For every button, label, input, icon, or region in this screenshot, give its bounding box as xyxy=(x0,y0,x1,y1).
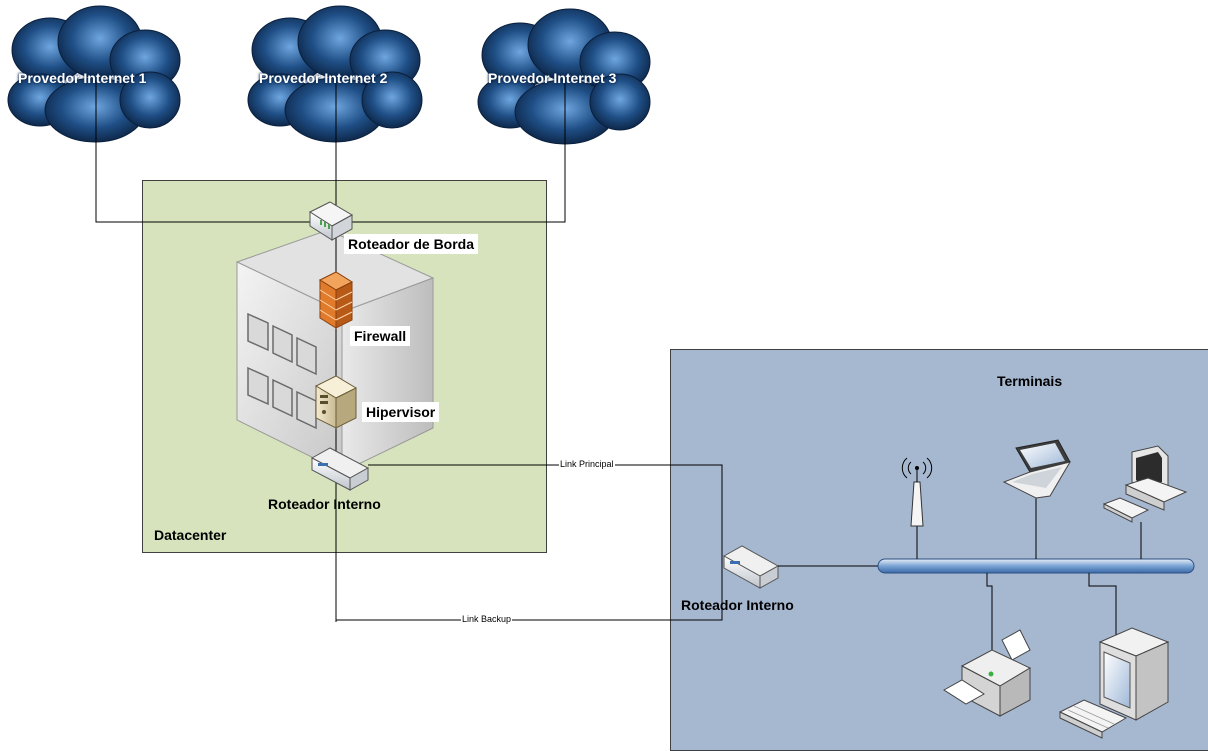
terminals-label: Terminais xyxy=(997,373,1063,389)
router-icon xyxy=(722,545,780,589)
edge-router-label: Roteador de Borda xyxy=(344,234,479,254)
datacenter-label: Datacenter xyxy=(154,527,227,543)
printer-icon xyxy=(943,629,1032,717)
terminal-internal-router-label: Roteador Interno xyxy=(681,597,794,613)
building-icon xyxy=(235,229,435,473)
provider-label: Provedor Internet 1 xyxy=(18,70,147,86)
cloud-icon xyxy=(7,5,181,143)
firewall-label: Firewall xyxy=(350,326,411,346)
cloud-icon xyxy=(247,5,423,143)
link-backup-label: Link Backup xyxy=(461,614,513,624)
provider-label: Provedor Internet 3 xyxy=(488,70,617,86)
router-icon xyxy=(308,201,354,241)
link-principal-line xyxy=(336,464,723,621)
cloud-icon xyxy=(477,8,651,145)
workstation-icon xyxy=(1102,445,1188,523)
wireless-ap-icon xyxy=(901,457,933,527)
server-icon xyxy=(314,375,358,429)
provider-label: Provedor Internet 2 xyxy=(259,70,388,86)
keyboard-icon xyxy=(1058,699,1128,739)
dc-internal-router-label: Roteador Interno xyxy=(268,496,381,512)
monitor-icon xyxy=(1098,627,1170,721)
firewall-icon xyxy=(318,271,354,329)
network-bus-icon xyxy=(877,558,1195,574)
router-icon xyxy=(310,447,370,491)
link-principal-label: Link Principal xyxy=(559,459,615,469)
hypervisor-label: Hipervisor xyxy=(362,402,440,422)
laptop-icon xyxy=(1002,439,1072,499)
